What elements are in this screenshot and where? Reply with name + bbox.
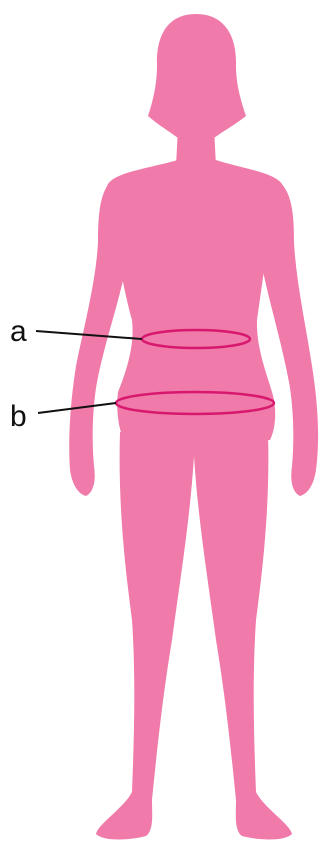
marker-label-a: a xyxy=(10,315,27,348)
silhouette-left-leg xyxy=(96,432,196,840)
silhouette-head xyxy=(148,14,246,138)
silhouette-right-leg xyxy=(192,432,292,840)
marker-label-b: b xyxy=(10,400,27,433)
silhouette-right-arm xyxy=(260,182,318,496)
silhouette-torso xyxy=(104,160,283,440)
female-silhouette xyxy=(69,14,318,840)
